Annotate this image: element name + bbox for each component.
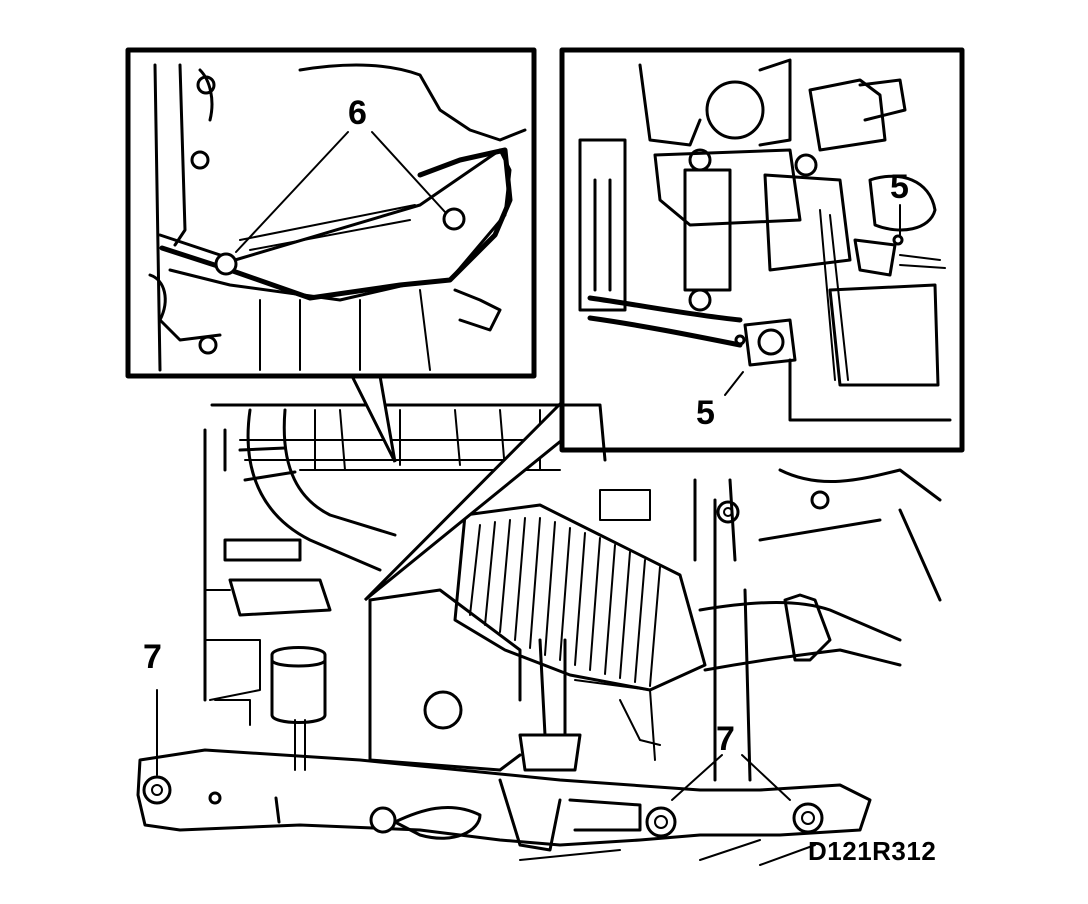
callout-7-right: 7 [716, 720, 735, 758]
callout-5-bottom: 5 [696, 394, 715, 432]
figure-id: D121R312 [808, 836, 937, 866]
detail-inset-right [363, 47, 965, 602]
figure-id-leader [759, 844, 816, 866]
detail-inset-left [125, 47, 537, 463]
subframe-crossmember [136, 689, 872, 861]
callout-7-left: 7 [143, 638, 162, 676]
callout-5-top: 5 [890, 168, 909, 206]
main-engine-drawing [203, 403, 942, 782]
callout-6: 6 [348, 94, 367, 132]
